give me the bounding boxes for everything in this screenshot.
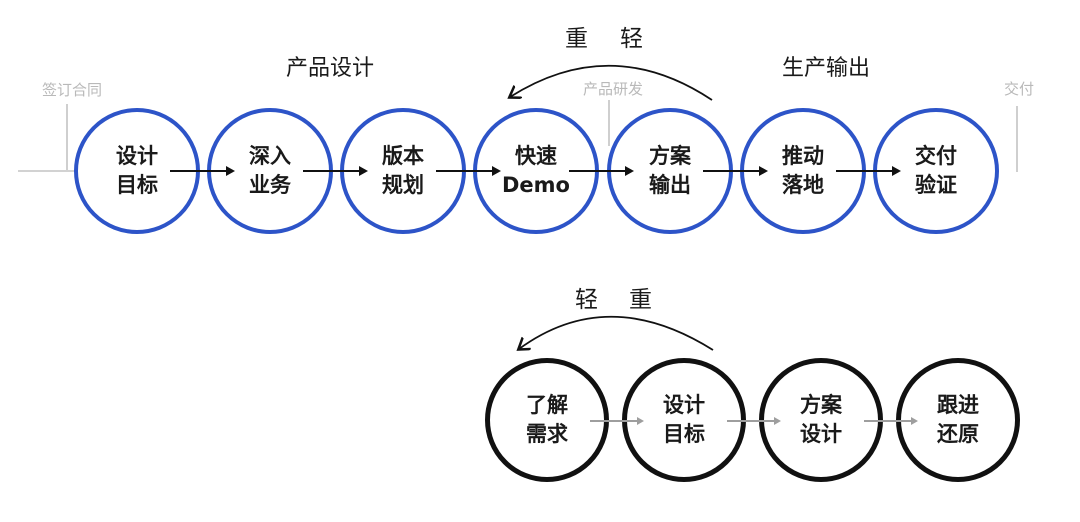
top-step-delivery-verify-label: 交付 验证 xyxy=(915,144,957,197)
timeline-start-arrow-icon xyxy=(18,166,86,176)
arrow-right-icon xyxy=(170,166,235,176)
top-step-solution-output-label: 方案 输出 xyxy=(649,144,691,197)
weight-bottom-right-label: 重 xyxy=(629,287,652,313)
bottom-step-design-goal-label: 设计 目标 xyxy=(663,393,705,446)
arrow-right-icon xyxy=(303,166,368,176)
bottom-step-solution-design-label: 方案 设计 xyxy=(800,393,842,446)
section-label-product-design: 产品设计 xyxy=(285,56,375,81)
weight-top-left-label: 重 xyxy=(565,26,588,52)
milestone-label-product-rnd: 产品研发 xyxy=(582,80,644,98)
milestone-line-product-rnd xyxy=(608,100,610,146)
milestone-label-contract-signed: 签订合同 xyxy=(41,81,103,99)
milestone-label-delivery: 交付 xyxy=(1003,80,1035,98)
milestone-line-contract-signed xyxy=(66,104,68,172)
curved-return-arrow-bottom-icon xyxy=(519,315,714,350)
top-step-version-planning-label: 版本 规划 xyxy=(382,144,424,197)
top-step-quick-demo-label: 快速 Demo xyxy=(502,144,570,197)
arrow-right-gray-icon xyxy=(590,417,644,425)
weight-pair-top: 重 轻 xyxy=(565,27,643,51)
bottom-step-understand-needs-label: 了解 需求 xyxy=(526,393,568,446)
bottom-step-follow-restore-label: 跟进 还原 xyxy=(937,393,979,446)
milestone-line-delivery xyxy=(1016,106,1018,172)
top-step-design-goal-label: 设计 目标 xyxy=(116,144,158,197)
top-step-push-landing-label: 推动 落地 xyxy=(782,144,824,197)
weight-top-right-label: 轻 xyxy=(620,26,643,52)
arrow-right-icon xyxy=(703,166,768,176)
weight-pair-bottom: 轻 重 xyxy=(575,288,652,312)
arrow-right-icon xyxy=(569,166,634,176)
arrow-right-icon xyxy=(436,166,501,176)
arrow-right-gray-icon xyxy=(727,417,781,425)
weight-bottom-left-label: 轻 xyxy=(575,287,598,313)
top-step-deep-business-label: 深入 业务 xyxy=(249,144,291,197)
arrow-right-icon xyxy=(836,166,901,176)
arrow-right-gray-icon xyxy=(864,417,918,425)
section-label-production-output: 生产输出 xyxy=(781,56,871,81)
